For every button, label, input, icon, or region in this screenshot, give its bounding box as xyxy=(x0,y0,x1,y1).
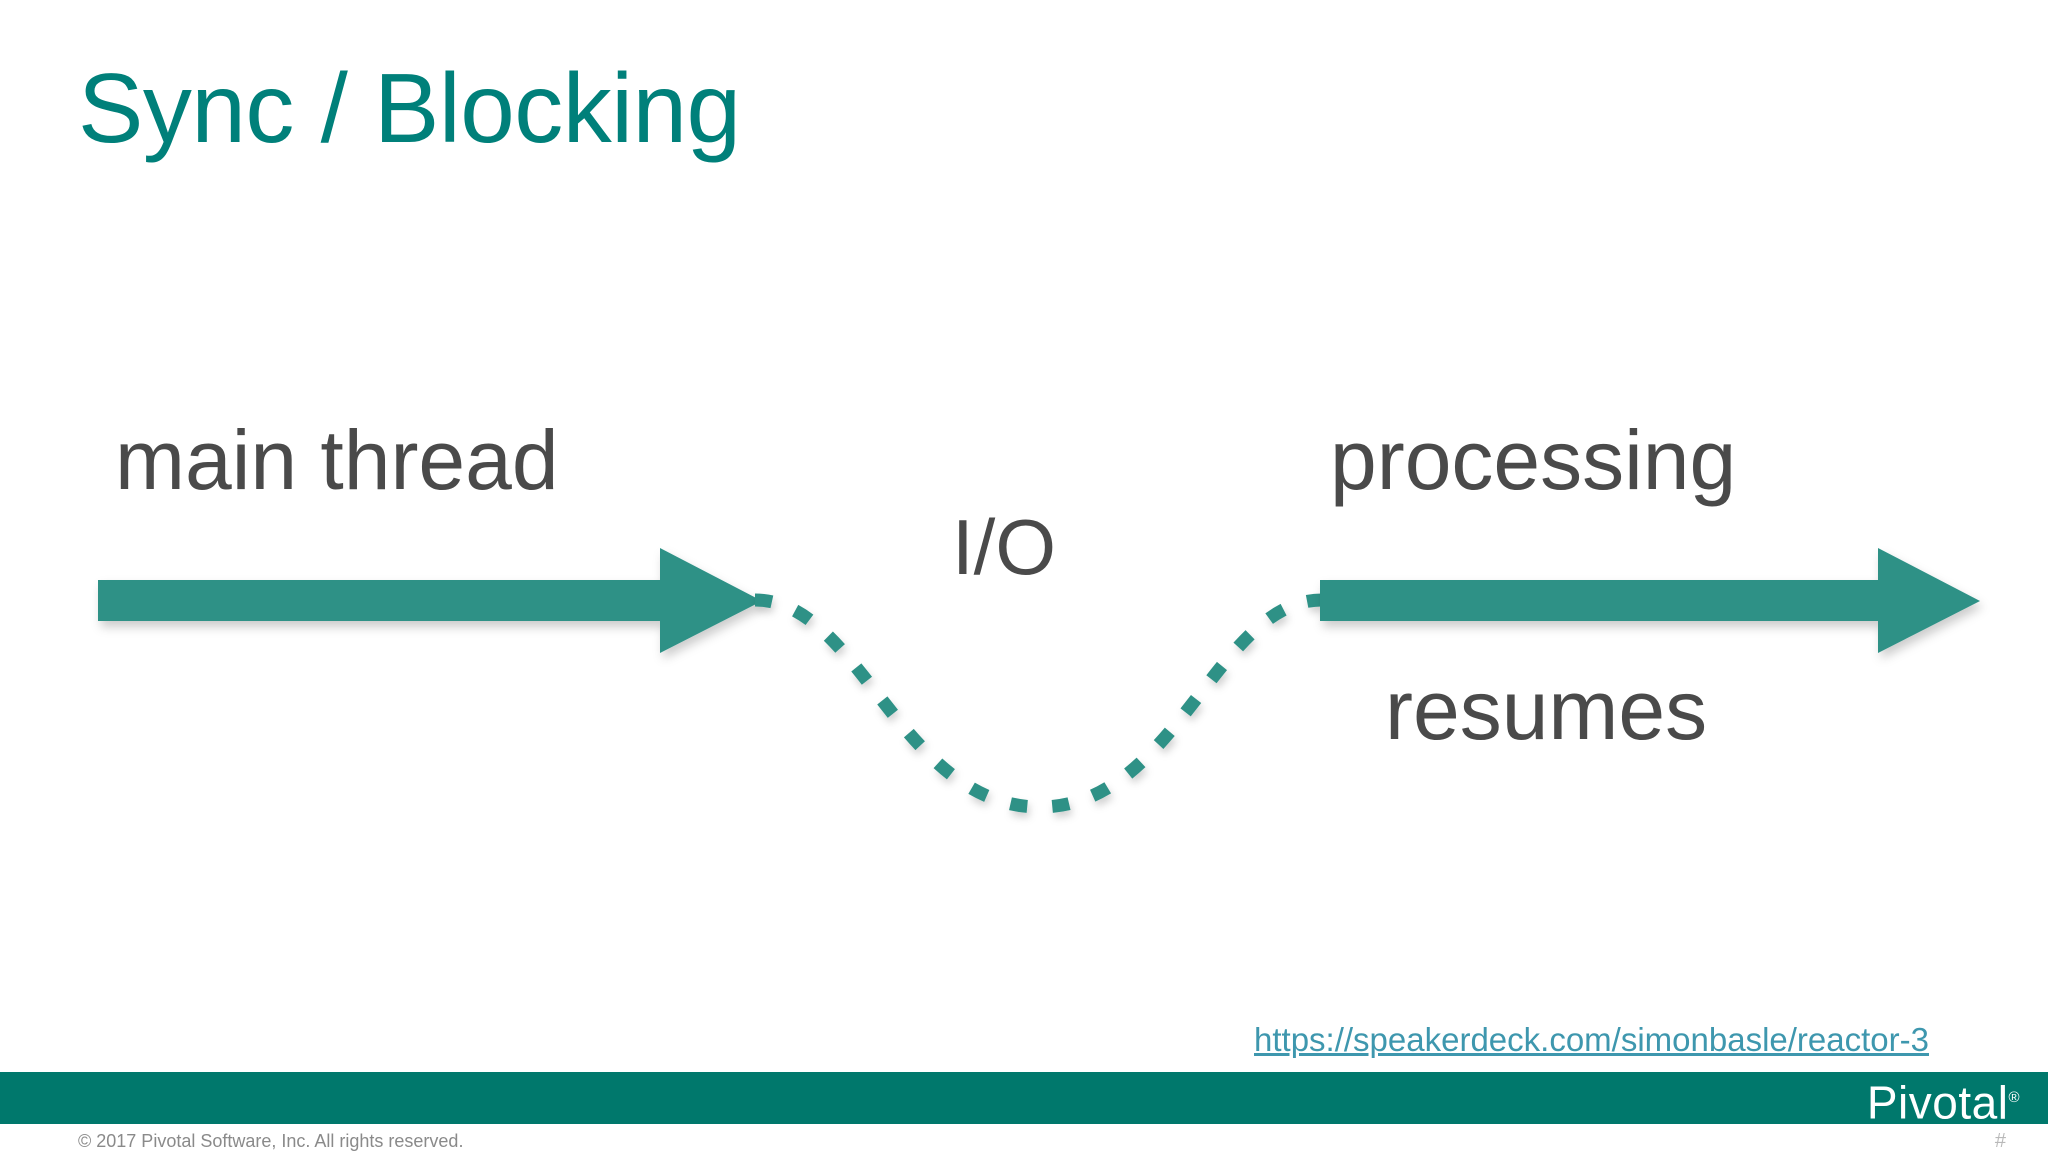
io-wait-curve xyxy=(754,593,1323,814)
label-main-thread: main thread xyxy=(115,413,559,507)
page-title: Sync / Blocking xyxy=(78,53,741,163)
pivotal-logo-text: Pivotal xyxy=(1866,1076,2009,1129)
processing-arrow xyxy=(1320,548,1980,653)
pivotal-logo: Pivotal® xyxy=(1867,1073,2020,1127)
footer-bar xyxy=(0,1072,2048,1124)
source-link[interactable]: https://speakerdeck.com/simonbasle/react… xyxy=(1254,1021,1929,1058)
label-processing: processing xyxy=(1330,413,1737,507)
main-thread-arrow xyxy=(98,548,762,653)
label-io: I/O xyxy=(952,503,1057,591)
page-number: # xyxy=(1994,1130,2006,1152)
label-resumes: resumes xyxy=(1385,663,1708,757)
registered-mark-icon: ® xyxy=(2008,1089,2020,1106)
copyright-notice: © 2017 Pivotal Software, Inc. All rights… xyxy=(78,1131,464,1151)
